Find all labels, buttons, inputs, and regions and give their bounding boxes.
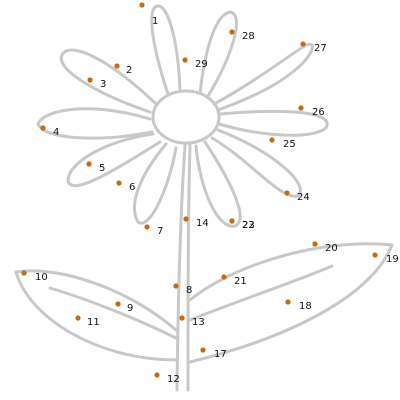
- dot-marker[interactable]: [229, 218, 235, 224]
- dot-marker[interactable]: [298, 105, 304, 111]
- dot-21[interactable]: 21: [221, 274, 247, 287]
- petal: [59, 48, 157, 114]
- left-leaf: [14, 269, 178, 362]
- petal: [150, 4, 182, 96]
- petal: [210, 128, 302, 198]
- dot-9[interactable]: 9: [115, 301, 133, 314]
- dot-marker[interactable]: [115, 301, 121, 307]
- dot-number-label: 13: [192, 317, 205, 328]
- dot-marker[interactable]: [86, 161, 92, 167]
- dot-20[interactable]: 20: [312, 241, 338, 254]
- dot-marker[interactable]: [285, 299, 291, 305]
- left-leaf-vein: [48, 286, 178, 340]
- dot-number-label: 18: [299, 301, 312, 312]
- dot-number-label: 14: [196, 218, 209, 229]
- dot-marker[interactable]: [182, 57, 188, 63]
- dot-7[interactable]: 7: [144, 224, 163, 237]
- dot-marker[interactable]: [300, 41, 306, 47]
- dot-marker[interactable]: [114, 63, 120, 69]
- dot-6[interactable]: 6: [116, 180, 135, 193]
- dot-28[interactable]: 28: [229, 29, 255, 42]
- dot-marker[interactable]: [116, 180, 122, 186]
- stem: [175, 143, 187, 392]
- dot-number-label: 1: [152, 16, 158, 27]
- dot-number-label: 11: [87, 317, 100, 328]
- dot-11[interactable]: 11: [75, 315, 100, 328]
- petal: [198, 10, 238, 98]
- dot-18[interactable]: 18: [285, 299, 312, 312]
- dot-12[interactable]: 12: [154, 372, 180, 385]
- dot-3[interactable]: 3: [87, 77, 106, 90]
- dot-23[interactable]: 23: [229, 218, 255, 231]
- petal: [194, 140, 242, 228]
- dot-marker[interactable]: [139, 2, 145, 8]
- stem: [186, 143, 192, 392]
- dot-marker[interactable]: [372, 252, 378, 258]
- dot-marker[interactable]: [229, 29, 235, 35]
- dot-number-label: 27: [314, 43, 327, 54]
- flower-outline: [14, 4, 394, 392]
- dot-number-label: 26: [312, 107, 325, 118]
- dot-number-label: 2: [126, 65, 132, 76]
- dot-number-label: 12: [167, 374, 180, 385]
- dots-layer: 1234567891011121314171819202122232425262…: [21, 2, 399, 385]
- flower-center: [151, 89, 221, 145]
- dot-marker[interactable]: [21, 270, 27, 276]
- dot-marker[interactable]: [312, 241, 318, 247]
- dot-number-label: 19: [386, 254, 399, 265]
- dot-number-label: 20: [325, 243, 338, 254]
- dot-13[interactable]: 13: [179, 315, 205, 328]
- dot-number-label: 28: [242, 31, 255, 42]
- dot-marker[interactable]: [269, 137, 275, 143]
- dot-marker[interactable]: [154, 372, 160, 378]
- petal: [36, 107, 154, 140]
- dot-19[interactable]: 19: [372, 252, 399, 265]
- dot-25[interactable]: 25: [269, 137, 296, 150]
- dot-1[interactable]: 1: [139, 2, 158, 27]
- dot-marker[interactable]: [200, 347, 206, 353]
- dot-number-label: 6: [129, 182, 135, 193]
- dot-number-label: 17: [214, 349, 227, 360]
- dot-27[interactable]: 27: [300, 41, 327, 54]
- dot-26[interactable]: 26: [298, 105, 325, 118]
- petal: [133, 142, 178, 225]
- dot-4[interactable]: 4: [40, 125, 59, 138]
- petal: [212, 42, 314, 112]
- dot-number-label: 5: [99, 163, 105, 174]
- petal: [217, 109, 329, 137]
- right-leaf-vein: [188, 264, 334, 322]
- dot-marker[interactable]: [183, 216, 189, 222]
- dot-number-label: 29: [195, 59, 208, 70]
- dot-8[interactable]: 8: [173, 283, 192, 296]
- dot-number-label: 23: [242, 220, 255, 231]
- dot-number-label: 8: [186, 285, 192, 296]
- dot-marker[interactable]: [179, 315, 185, 321]
- dot-number-label: 9: [127, 303, 133, 314]
- dot-number-label: 21: [234, 276, 247, 287]
- right-leaf: [188, 242, 394, 364]
- dot-marker[interactable]: [284, 190, 290, 196]
- dot-5[interactable]: 5: [86, 161, 105, 174]
- dot-number-label: 22: [242, 220, 255, 231]
- dot-24[interactable]: 24: [284, 190, 310, 203]
- dot-14[interactable]: 14: [183, 216, 209, 229]
- dot-number-label: 25: [283, 139, 296, 150]
- dot-number-label: 4: [53, 127, 59, 138]
- dot-marker[interactable]: [87, 77, 93, 83]
- dot-marker[interactable]: [75, 315, 81, 321]
- dot-marker[interactable]: [144, 224, 150, 230]
- petal: [66, 132, 162, 188]
- dot-number-label: 10: [35, 272, 48, 283]
- dot-number-label: 7: [157, 226, 163, 237]
- dot-2[interactable]: 2: [114, 63, 132, 76]
- dot-29[interactable]: 29: [182, 57, 208, 70]
- dot-17[interactable]: 17: [200, 347, 227, 360]
- dot-marker[interactable]: [173, 283, 179, 289]
- dot-number-label: 24: [297, 192, 310, 203]
- dot-marker[interactable]: [221, 274, 227, 280]
- dot-number-label: 3: [100, 79, 106, 90]
- dot-marker[interactable]: [40, 125, 46, 131]
- dot-10[interactable]: 10: [21, 270, 48, 283]
